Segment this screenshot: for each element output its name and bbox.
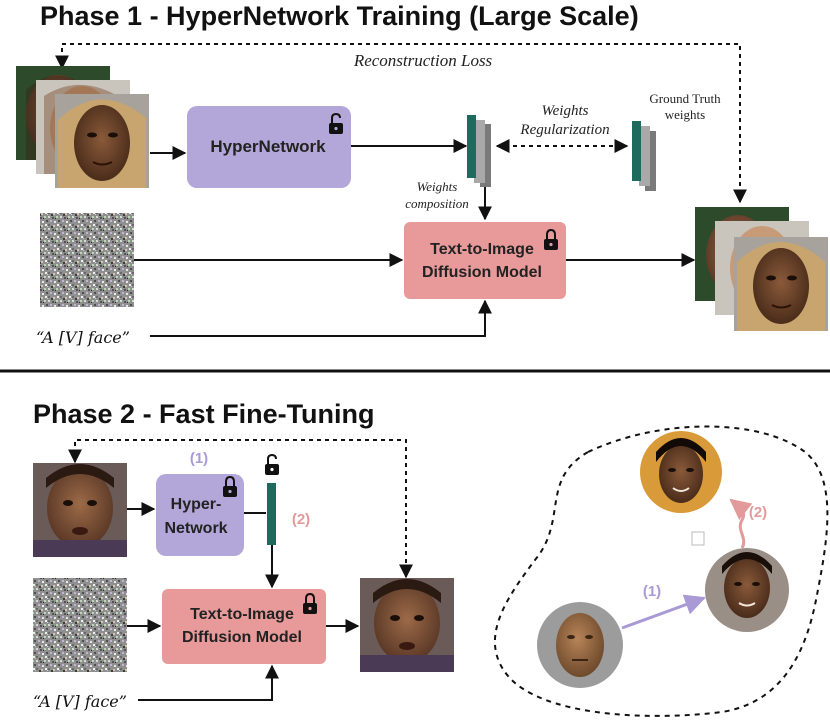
predicted-weights bbox=[467, 115, 491, 187]
diffusion-label-1: Text-to-Image bbox=[430, 241, 534, 258]
phase2-prompt-to-diffusion-arrow bbox=[138, 664, 279, 701]
face-photo bbox=[734, 237, 828, 331]
ground-truth-label-2: weights bbox=[665, 107, 705, 122]
space-step1-label: (1) bbox=[643, 583, 661, 600]
hypernetwork-box: HyperNetwork bbox=[187, 106, 351, 188]
phase2-title: Phase 2 - Fast Fine-Tuning bbox=[33, 399, 375, 429]
weights-regularization-label-1: Weights bbox=[542, 103, 589, 119]
face-photo bbox=[640, 431, 722, 513]
phase2-diffusion-label-2: Diffusion Model bbox=[182, 629, 302, 646]
weights-composition-label-2: composition bbox=[405, 196, 469, 211]
phase2-diffusion-box: Text-to-Image Diffusion Model bbox=[162, 589, 326, 664]
ground-truth-label-1: Ground Truth bbox=[649, 91, 721, 106]
phase1-title: Phase 1 - HyperNetwork Training (Large S… bbox=[40, 1, 639, 31]
prompt-to-diffusion-arrow bbox=[150, 299, 492, 337]
weights-composition-label-1: Weights bbox=[417, 179, 458, 194]
lock-icon bbox=[303, 592, 317, 614]
face-photo bbox=[537, 602, 623, 688]
noise-image bbox=[33, 578, 127, 672]
hypernetwork-label: HyperNetwork bbox=[210, 137, 326, 156]
noise-image bbox=[40, 213, 134, 307]
face-photo bbox=[705, 548, 789, 632]
phase2-loss-arrow bbox=[68, 439, 413, 579]
ground-truth-weights bbox=[632, 121, 656, 191]
unlock-icon bbox=[265, 453, 279, 475]
lock-icon bbox=[544, 228, 558, 250]
space-step2-arrow bbox=[729, 498, 753, 549]
face-photo bbox=[33, 463, 127, 557]
lock-icon bbox=[223, 475, 237, 497]
reconstruction-loss-label: Reconstruction Loss bbox=[353, 51, 493, 70]
face-photo bbox=[55, 94, 149, 188]
face-photo bbox=[360, 578, 454, 672]
phase2-step2-label: (2) bbox=[292, 511, 310, 528]
phase2-diffusion-label-1: Text-to-Image bbox=[190, 606, 294, 623]
unlock-icon bbox=[329, 112, 343, 134]
placeholder-square bbox=[691, 531, 705, 546]
weights-regularization-label-2: Regularization bbox=[519, 122, 609, 138]
space-step2-label: (2) bbox=[749, 504, 767, 521]
phase2-hypernetwork-box: Hyper- Network bbox=[156, 474, 244, 556]
diffusion-model-box: Text-to-Image Diffusion Model bbox=[404, 222, 566, 299]
diffusion-label-2: Diffusion Model bbox=[422, 264, 542, 281]
input-face-stack bbox=[16, 66, 149, 188]
phase2-step1-label: (1) bbox=[190, 450, 208, 467]
reconstruction-loss-arrow bbox=[55, 43, 747, 204]
phase2-hypernetwork-label-1: Hyper- bbox=[171, 496, 222, 513]
phase2-hypernetwork-label-2: Network bbox=[164, 520, 227, 537]
space-step1-arrow bbox=[621, 594, 706, 630]
phase2-prompt: “A [V] face” bbox=[33, 692, 127, 711]
phase1-prompt: “A [V] face” bbox=[36, 328, 130, 347]
output-face-stack bbox=[695, 207, 828, 331]
phase2-weights bbox=[267, 483, 276, 545]
